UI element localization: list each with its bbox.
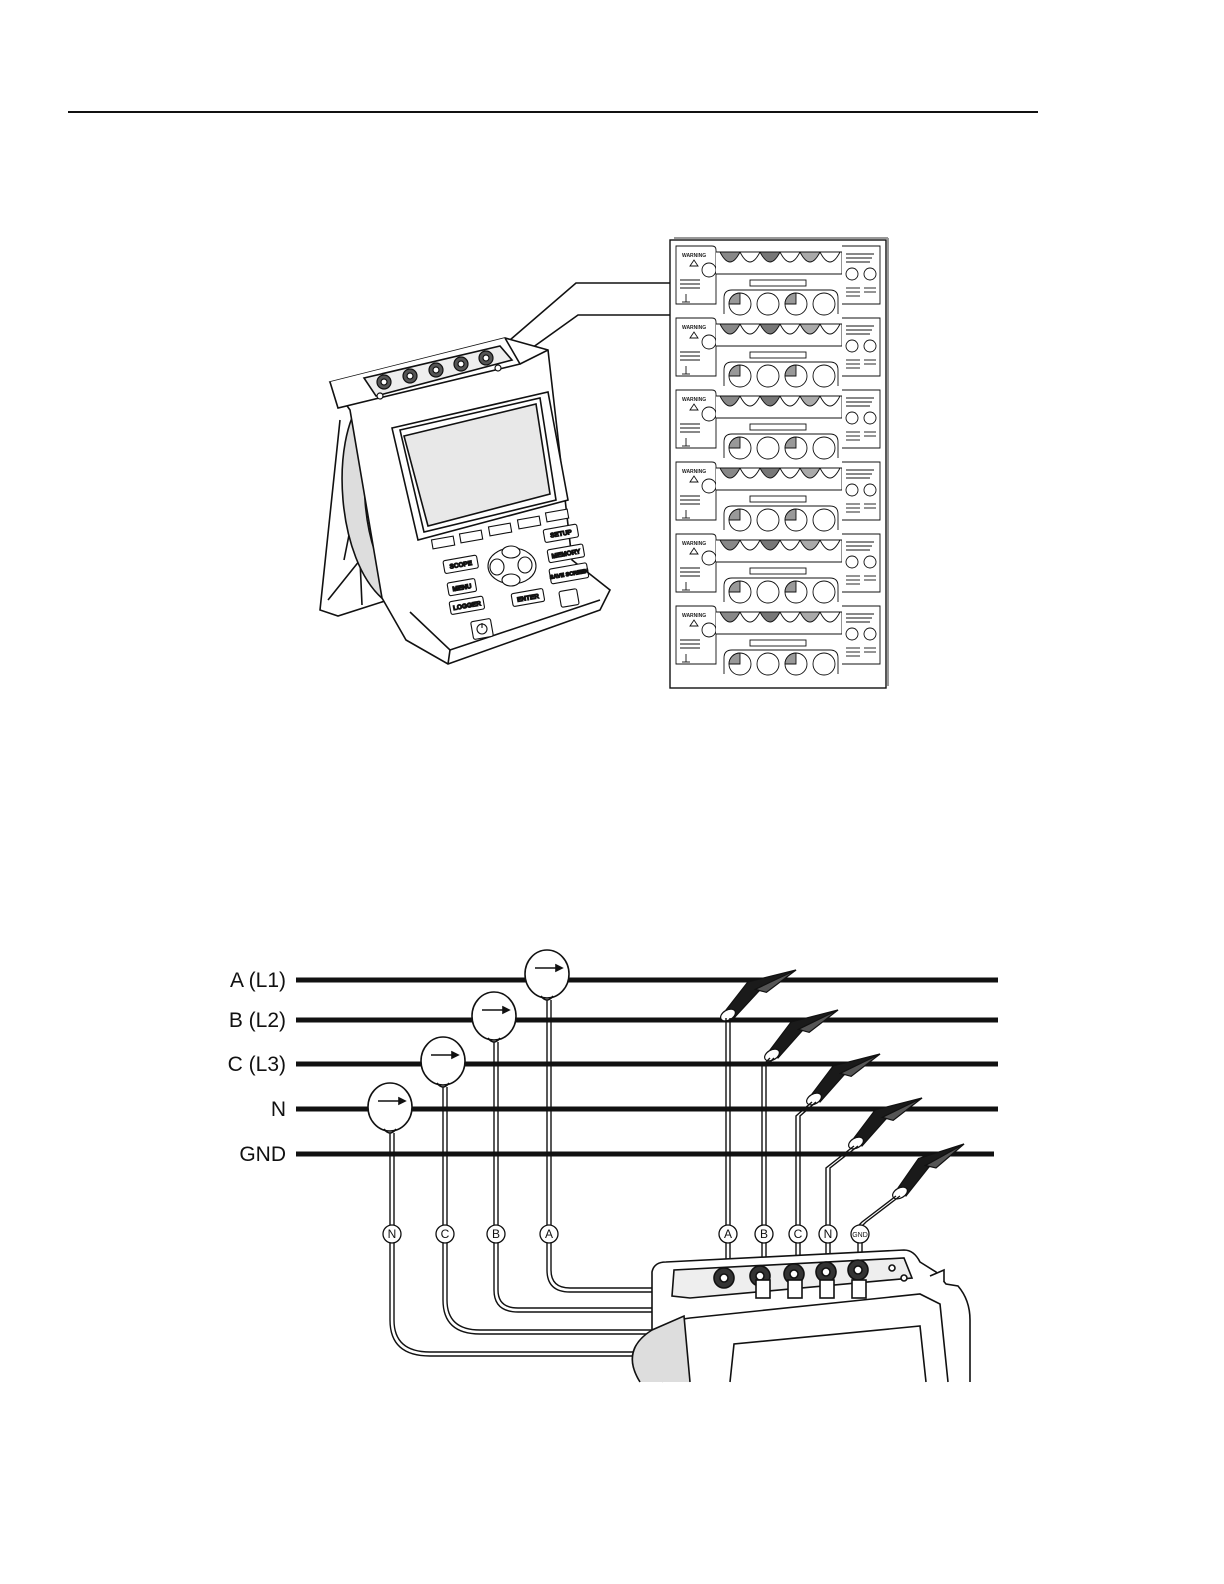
line-label-c: C (L3) bbox=[228, 1053, 286, 1076]
lead-label-b: B bbox=[760, 1227, 768, 1241]
decal-rows: WARNING WARNING WARNING WARNING WARNING WARNI… bbox=[675, 245, 881, 676]
decal-row: WARNING bbox=[675, 605, 881, 676]
decal-row: WARNING bbox=[675, 389, 881, 460]
clamp-label-a: A bbox=[545, 1227, 553, 1241]
decal-row: WARNING bbox=[675, 317, 881, 388]
meter-input-jacks bbox=[376, 350, 502, 400]
warning-label: WARNING bbox=[682, 541, 706, 547]
enter-key: ENTER bbox=[517, 593, 540, 604]
clamp-label-n: N bbox=[388, 1227, 397, 1241]
warning-label: WARNING bbox=[682, 397, 706, 403]
lead-label-n: N bbox=[824, 1227, 833, 1241]
alligator-clip bbox=[720, 969, 797, 1022]
meter-top-partial bbox=[631, 1249, 971, 1383]
line-label-n: N bbox=[271, 1098, 286, 1121]
clamp-label-b: B bbox=[492, 1227, 500, 1241]
lead-label-a: A bbox=[724, 1227, 732, 1241]
warning-label: WARNING bbox=[682, 325, 706, 331]
warning-label: WARNING bbox=[682, 253, 706, 259]
voltage-leads bbox=[725, 1018, 901, 1262]
line-labels: A (L1) B (L2) C (L3) N GND bbox=[228, 969, 286, 1166]
alligator-clip bbox=[892, 1143, 965, 1200]
menu-key: MENU bbox=[452, 583, 472, 593]
alligator-clips bbox=[720, 969, 965, 1200]
function-keys bbox=[430, 508, 570, 550]
alligator-clip bbox=[764, 1009, 839, 1062]
meter-keypad: SCOPE MENU LOGGER SETUP MEMORY SAVE SCRE… bbox=[442, 523, 589, 640]
line-label-gnd: GND bbox=[239, 1143, 286, 1166]
alligator-clip bbox=[806, 1053, 881, 1106]
warning-label: WARNING bbox=[682, 613, 706, 619]
line-label-a: A (L1) bbox=[230, 969, 286, 992]
line-label-b: B (L2) bbox=[229, 1009, 286, 1032]
clamp-label-c: C bbox=[441, 1227, 450, 1241]
decal-row: WARNING bbox=[675, 533, 881, 604]
meter-decal-figure: SCOPE MENU LOGGER SETUP MEMORY SAVE SCRE… bbox=[319, 237, 889, 689]
warning-label: WARNING bbox=[682, 469, 706, 475]
top-rule bbox=[68, 111, 1038, 113]
lead-label-gnd: GND bbox=[852, 1232, 868, 1239]
decal-row: WARNING bbox=[675, 245, 881, 316]
setup-key: SETUP bbox=[550, 529, 573, 540]
alligator-clip bbox=[848, 1097, 923, 1150]
decal-row: WARNING bbox=[675, 461, 881, 532]
wiring-diagram: A (L1) B (L2) C (L3) N GND bbox=[228, 949, 998, 1383]
lead-label-c: C bbox=[794, 1227, 803, 1241]
clamp-labels: N C B A bbox=[382, 1224, 559, 1244]
power-analyzer-meter bbox=[319, 337, 612, 665]
lead-labels: A B C N GND bbox=[718, 1224, 870, 1244]
current-clamps bbox=[367, 949, 570, 1134]
